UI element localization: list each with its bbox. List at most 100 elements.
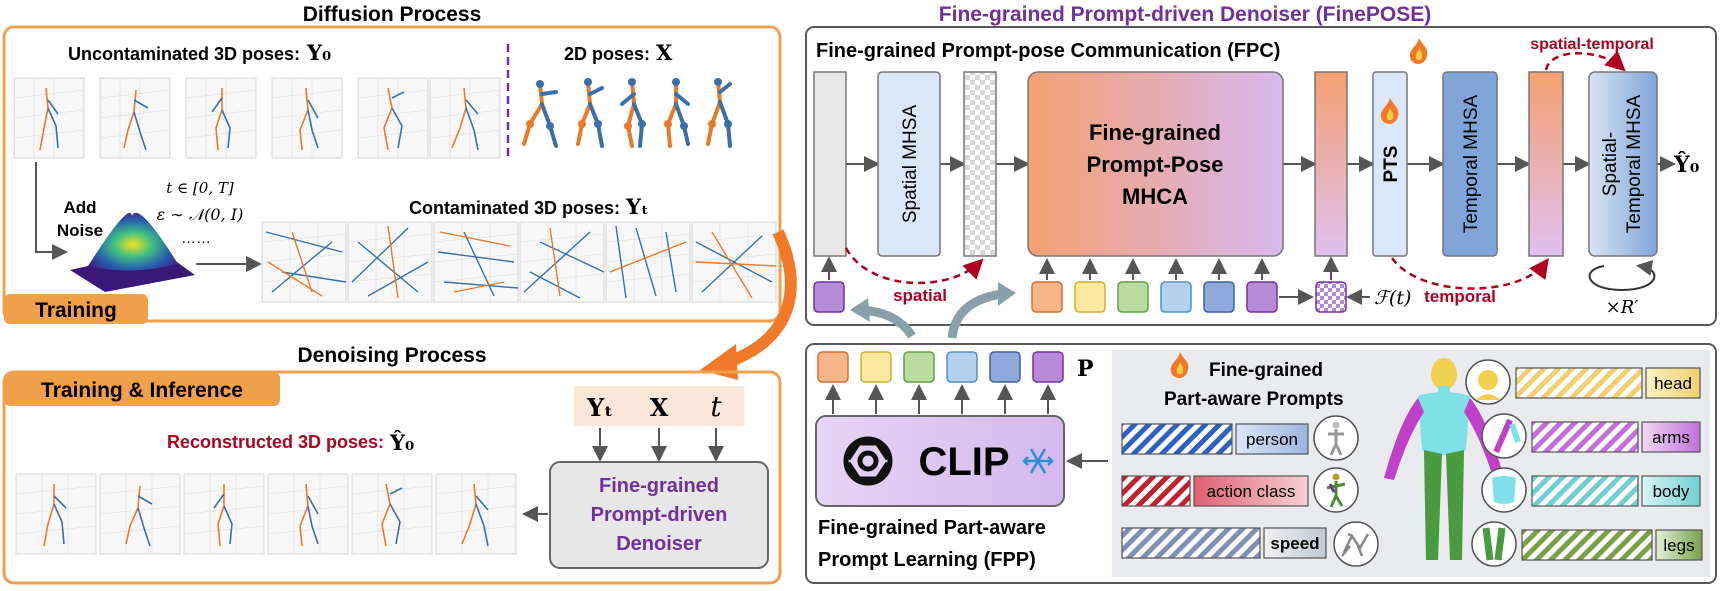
noisy-panel: [605, 221, 691, 303]
pose-2d: [620, 78, 646, 148]
arms-tag-label: arms: [1652, 428, 1690, 447]
poses-2d-skeletons: [522, 78, 732, 148]
repeat-label: ×R′: [1606, 297, 1639, 318]
temporal-skip-arrow: [1390, 257, 1549, 290]
action-icon: [1313, 467, 1359, 513]
prompt-token: [1031, 281, 1063, 313]
action-class-tag-label: action class: [1207, 482, 1296, 501]
pose-panel: [183, 473, 265, 555]
fpc-title: Fine-grained Prompt-pose Communication (…: [816, 40, 1280, 62]
prompt-token: [946, 351, 978, 383]
pose-panel: [185, 77, 257, 159]
fpp-title-2: Prompt Learning (FPP): [818, 549, 1036, 571]
snowflake-icon: [1022, 448, 1054, 474]
legs-tag: [1655, 529, 1703, 561]
prompt-token: [903, 351, 935, 383]
pose-panel: [435, 473, 517, 555]
legs-prompt-bar: [1521, 529, 1653, 561]
flame-icon: [1380, 98, 1399, 124]
noisy-panel: [261, 221, 347, 303]
clip-to-token-arrows: [825, 384, 1056, 414]
prompt-token: [1032, 351, 1064, 383]
person-icon: [1313, 415, 1359, 461]
pose-panel: [15, 473, 97, 555]
prompt-token: [1246, 281, 1278, 313]
spatial-mhsa-block: [877, 71, 941, 257]
noise-distribution-label: ε ∼ 𝒩(0, I): [157, 205, 244, 224]
pose-token: [813, 281, 845, 313]
spatial-label: spatial: [893, 286, 947, 305]
person-prompt-bar: [1121, 423, 1233, 455]
gaussian-noise-icon: [70, 212, 195, 292]
noisy-panel: [433, 221, 519, 303]
ft-label: ℱ(t): [1374, 287, 1411, 309]
poses2d-symbol: X: [656, 40, 673, 65]
body-tag-label: body: [1653, 482, 1690, 501]
person-tag-label: person: [1246, 430, 1298, 449]
repeat-loop-icon: [1588, 260, 1656, 292]
head-tag-label: head: [1654, 374, 1692, 393]
pose-2d: [664, 78, 690, 148]
orange-transition-arrow: [725, 229, 797, 368]
denoiser-box: [549, 461, 769, 569]
training-tag: [4, 294, 148, 324]
mhca-label-3: MHCA: [1122, 184, 1188, 209]
temporal-feature-block: [1528, 71, 1564, 257]
head-tag: [1645, 367, 1701, 399]
speed-icon: [1333, 521, 1379, 567]
output-symbol: Ŷ₀: [1673, 151, 1700, 178]
prompt-token: [1203, 281, 1235, 313]
contaminated-symbol: Yₜ: [625, 194, 649, 219]
denoiser-label-1: Fine-grained: [599, 475, 719, 497]
uncontaminated-label: Uncontaminated 3D poses:: [68, 44, 300, 64]
reconstructed-label: Reconstructed 3D poses:: [167, 432, 384, 452]
pose-panel: [271, 77, 343, 159]
noisy-panel: [347, 221, 433, 303]
action-class-tag: [1193, 475, 1309, 507]
add-noise-label-2: Noise: [57, 221, 103, 240]
arms-prompt-bar: [1531, 421, 1639, 453]
legs-tag-label: legs: [1663, 536, 1694, 555]
diffusion-title: Diffusion Process: [303, 3, 482, 26]
body-model-figure: [1384, 358, 1504, 560]
body-icon: [1481, 467, 1527, 513]
temporal-label: temporal: [1424, 287, 1496, 306]
timestep-token: [1315, 281, 1347, 313]
p-to-prompt-arrow: [947, 289, 1003, 339]
fpp-frame: [805, 343, 1717, 584]
pose-panel: [267, 473, 349, 555]
fpc-frame: [805, 26, 1717, 326]
contaminated-pose-panels: [261, 221, 777, 303]
pose-2d: [706, 78, 732, 148]
training-tag-label: Training: [35, 299, 117, 322]
input-yt: Yₜ: [586, 393, 613, 422]
pose-panel: [351, 473, 433, 555]
train-infer-tag: [4, 372, 280, 406]
mhca-label-1: Fine-grained: [1089, 120, 1221, 145]
flame-icon: [1409, 38, 1428, 64]
p-label: P: [1077, 356, 1094, 382]
pose-panel: [99, 473, 181, 555]
spatial-temporal-skip-arrow: [1544, 50, 1626, 72]
denoiser-label-3: Denoiser: [616, 533, 702, 555]
body-prompt-bar: [1531, 475, 1639, 507]
pose-2d: [522, 80, 558, 148]
spatial-temporal-label: spatial-temporal: [1530, 36, 1654, 53]
head-icon: [1465, 359, 1511, 405]
denoising-title: Denoising Process: [297, 344, 486, 367]
poses2d-label: 2D poses:: [564, 44, 650, 64]
uncontaminated-pose-panels: [13, 77, 501, 159]
orange-arrow-head: [700, 344, 738, 380]
add-noise-label-1: Add: [63, 198, 96, 217]
temporal-mhsa-label: Temporal MHSA: [1461, 95, 1482, 234]
mhca-label-2: Prompt-Pose: [1087, 152, 1224, 177]
prompt-token-row: [1031, 281, 1278, 313]
prompt-token: [989, 351, 1021, 383]
speed-tag: [1263, 527, 1327, 559]
prompt-token: [1074, 281, 1106, 313]
input-x: X: [650, 393, 669, 422]
spatial-feature-block: [963, 71, 997, 257]
t-range-label: t ∈ [0, T]: [166, 179, 234, 197]
prompts-title-2: Part-aware Prompts: [1164, 389, 1344, 410]
